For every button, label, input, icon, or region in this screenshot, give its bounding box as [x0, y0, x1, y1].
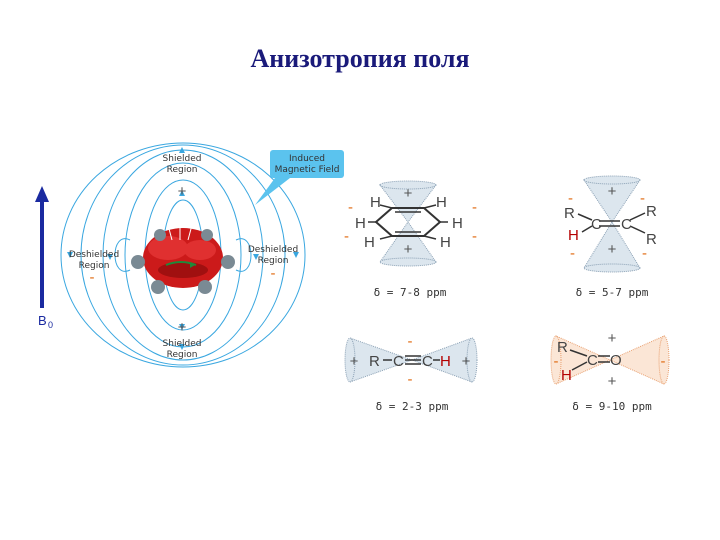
benzene-minus-2: -	[344, 228, 349, 245]
alkene-c2: C	[621, 216, 632, 233]
plus-top: +	[178, 183, 187, 200]
alkene-bonds	[577, 212, 646, 234]
benzene-minus-3: -	[472, 199, 477, 216]
alkene-plus-bottom: +	[608, 241, 617, 258]
carbonyl-r: R	[557, 339, 568, 356]
alkene-r1: R	[564, 205, 575, 222]
benzene-h6: H	[440, 234, 451, 251]
alkyne-minus-top: -	[408, 333, 413, 350]
carbonyl-minus-right: -	[661, 353, 666, 370]
alkyne-bonds	[383, 355, 440, 365]
benzene-minus-4: -	[472, 228, 477, 245]
deshielded-left-line1: Deshielded	[69, 250, 119, 260]
shielded-top-line2: Region	[167, 165, 198, 175]
deshielded-right-line2: Region	[258, 256, 289, 266]
induced-field-callout: Induced Magnetic Field	[255, 150, 344, 205]
carbonyl-plus-bottom: +	[608, 373, 617, 390]
benzene-plus-bottom: +	[404, 241, 413, 258]
benzene-h4: H	[452, 215, 463, 232]
alkyne-c1: C	[393, 353, 404, 370]
alkene-cone	[583, 175, 641, 273]
alkene-plus-top: +	[608, 183, 617, 200]
alkyne-plus-left: +	[350, 353, 359, 370]
benzene-h3: H	[355, 215, 366, 232]
alkene-minus-2: -	[570, 245, 575, 262]
alkene-c1: C	[591, 216, 602, 233]
benzene-shift: δ = 7-8 ppm	[374, 286, 447, 299]
alkyne-minus-bottom: -	[408, 371, 413, 388]
alkyne-shift: δ = 2-3 ppm	[376, 400, 449, 413]
field-arrows	[67, 147, 299, 350]
carbonyl-cone	[550, 335, 670, 385]
shielded-top-line1: Shielded	[163, 154, 202, 164]
alkyne-h: H	[440, 353, 451, 370]
benzene-ring-model	[131, 223, 235, 294]
b0-label: B	[38, 313, 47, 328]
b0-arrow	[35, 186, 49, 308]
benzene-cone	[378, 180, 438, 267]
alkene-r2: R	[646, 203, 657, 220]
alkyne-plus-right: +	[462, 353, 471, 370]
deshielded-right-line1: Deshielded	[248, 245, 298, 255]
carbonyl-plus-top: +	[608, 330, 617, 347]
b0-subscript: 0	[48, 320, 53, 330]
alkene-minus-3: -	[640, 190, 645, 207]
carbonyl-c: C	[587, 352, 598, 369]
shielded-bottom-line2: Region	[167, 350, 198, 360]
carbonyl-h: H	[561, 367, 572, 384]
benzene-plus-top: +	[404, 185, 413, 202]
page-title: Анизотропия поля	[250, 44, 470, 73]
carbonyl-minus-left: -	[554, 353, 559, 370]
alkene-h: H	[568, 227, 579, 244]
benzene-minus-1: -	[348, 199, 353, 216]
alkene-minus-4: -	[642, 245, 647, 262]
deshielded-left-line2: Region	[79, 261, 110, 271]
benzene-h5: H	[364, 234, 375, 251]
minus-left: -	[90, 269, 95, 286]
alkyne-c2: C	[422, 353, 433, 370]
induced-field-line2: Magnetic Field	[275, 165, 340, 175]
alkene-r3: R	[646, 231, 657, 248]
alkyne-r: R	[369, 353, 380, 370]
alkyne-cone	[344, 337, 478, 383]
benzene-ring	[368, 204, 448, 240]
induced-field-line1: Induced	[289, 154, 325, 164]
shielded-bottom-line1: Shielded	[163, 339, 202, 349]
benzene-h2: H	[436, 194, 447, 211]
plus-bottom: +	[178, 319, 187, 336]
minus-right: -	[271, 265, 276, 282]
alkene-shift: δ = 5-7 ppm	[576, 286, 649, 299]
alkene-minus-1: -	[568, 190, 573, 207]
carbonyl-bonds	[569, 349, 610, 371]
benzene-h1: H	[370, 194, 381, 211]
carbonyl-o: O	[610, 352, 622, 369]
carbonyl-shift: δ = 9-10 ppm	[572, 400, 652, 413]
